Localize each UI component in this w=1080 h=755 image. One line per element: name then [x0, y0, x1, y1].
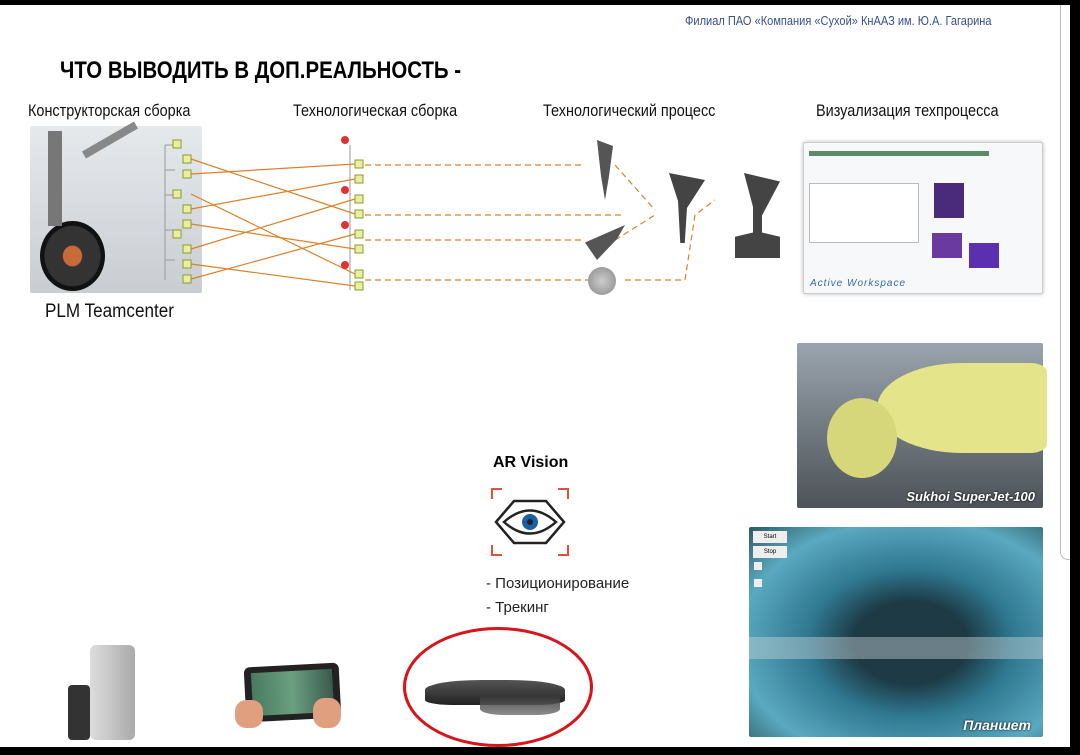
tablet-label: Планшет: [963, 717, 1031, 733]
wheel-image: [588, 267, 616, 295]
tablet-device-image: [235, 660, 350, 735]
assembly-mapping-diagram: [164, 136, 715, 291]
branch-name: Филиал ПАО «Компания «Сухой» КнААЗ им. Ю…: [685, 13, 992, 28]
eye-frame-icon: [491, 488, 569, 556]
bullet-positioning: - Позиционирование: [486, 575, 630, 592]
checkbox[interactable]: [754, 579, 762, 587]
column-visualization: Визуализация техпроцесса: [816, 101, 999, 120]
bullet-tracking: - Трекинг: [486, 599, 549, 616]
checkbox[interactable]: [754, 562, 762, 570]
column-tech-assembly: Технологическая сборка: [293, 101, 458, 120]
landing-gear-image: [30, 121, 202, 293]
superjet-label: Sukhoi SuperJet-100: [906, 489, 1035, 504]
scrollbar[interactable]: [1060, 5, 1070, 560]
highlight-circle: [403, 627, 593, 747]
start-button[interactable]: Start: [753, 531, 787, 543]
handheld-scanner-image: [60, 645, 145, 745]
ar-vision-title: AR Vision: [493, 454, 569, 471]
stop-button[interactable]: Stop: [753, 546, 787, 558]
superjet-photo: Sukhoi SuperJet-100: [797, 343, 1047, 508]
gear-final-image: [735, 173, 780, 258]
tablet-ar-view: Start Stop Планшет: [749, 527, 1043, 737]
workspace-label: Active Workspace: [810, 278, 907, 289]
slide: Филиал ПАО «Компания «Сухой» КнААЗ им. Ю…: [0, 5, 1070, 747]
plm-label: PLM Teamcenter: [45, 301, 174, 322]
active-workspace-screenshot: Active Workspace: [803, 142, 1043, 294]
slide-title: ЧТО ВЫВОДИТЬ В ДОП.РЕАЛЬНОСТЬ -: [60, 57, 462, 84]
column-design-assembly: Конструкторская сборка: [28, 101, 191, 120]
column-tech-process: Технологический процесс: [543, 101, 716, 120]
